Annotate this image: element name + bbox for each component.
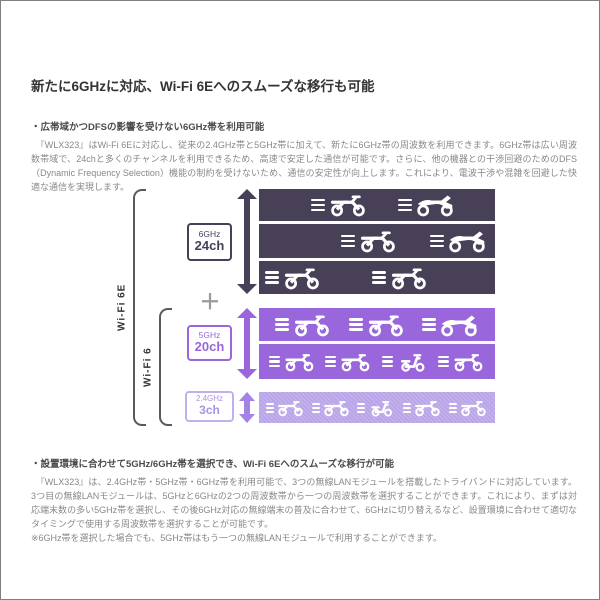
range-arrow-5ghz-icon	[237, 308, 257, 379]
section2-body-block: 『WLX323』は、2.4GHz帯・5GHz帯・6GHz帯を利用可能で、3つの無…	[31, 475, 577, 545]
motorcycle-icon	[421, 313, 479, 337]
band-label-6ghz: 6GHz 24ch	[187, 223, 232, 261]
speed-lines-icon	[430, 234, 444, 248]
band-freq: 2.4GHz	[195, 394, 224, 404]
scooter-icon	[357, 399, 396, 417]
motorcycle-icon	[311, 193, 368, 217]
section1-heading: ・広帯域かつDFSの影響を受けない6GHz帯を利用可能	[31, 122, 265, 133]
motorcycle-icon	[268, 352, 316, 372]
speed-lines-icon	[311, 198, 325, 212]
speed-lines-icon	[265, 271, 279, 284]
channel-lane-5ghz-2	[259, 344, 495, 379]
speed-lines-icon	[381, 355, 393, 368]
band-freq: 6GHz	[198, 228, 221, 239]
motorcycle-icon	[403, 399, 442, 417]
wifi-6-label: Wi-Fi 6	[142, 347, 154, 387]
motorcycle-icon	[311, 399, 351, 417]
page-title: 新たに6GHzに対応、Wi-Fi 6Eへのスムーズな移行も可能	[31, 79, 375, 94]
speed-lines-icon	[403, 402, 412, 413]
motorcycle-icon	[348, 313, 406, 337]
band-channels: 3ch	[199, 403, 220, 418]
speed-lines-icon	[265, 402, 274, 413]
motorcycle-icon	[438, 352, 485, 372]
speed-lines-icon	[449, 402, 458, 413]
motorcycle-icon	[275, 313, 332, 337]
channel-lane-6ghz-1	[259, 189, 495, 221]
band-label-5ghz: 5GHz 20ch	[187, 325, 232, 361]
speed-lines-icon	[421, 318, 436, 331]
motorcycle-icon	[265, 266, 322, 290]
speed-lines-icon	[348, 318, 363, 331]
band-freq: 5GHz	[198, 329, 221, 340]
section1-body-text: 『WLX323』はWi-Fi 6Eに対応し、従来の2.4GHz帯と5GHz帯に加…	[31, 140, 577, 192]
speed-lines-icon	[398, 198, 412, 212]
motorcycle-icon	[265, 399, 305, 417]
channel-lane-5ghz-1	[259, 308, 495, 341]
scooter-icon	[381, 352, 429, 372]
band-channels: 24ch	[194, 238, 225, 254]
band-channels: 20ch	[194, 339, 225, 355]
channel-lane-24ghz-1	[259, 392, 495, 423]
section2-heading: ・設置環境に合わせて5GHz/6GHz帯を選択でき、Wi-Fi 6Eへのスムーズ…	[31, 459, 394, 470]
plus-icon: ＋	[199, 291, 221, 314]
speed-lines-icon	[268, 355, 280, 368]
wifi-6e-label: Wi-Fi 6E	[116, 283, 128, 332]
range-arrow-24ghz-icon	[237, 392, 257, 423]
wifi-6-bracket	[159, 308, 172, 426]
range-arrow-6ghz-icon	[237, 189, 257, 294]
channel-lane-6ghz-3	[259, 261, 495, 294]
frequency-band-diagram: Wi-Fi 6E Wi-Fi 6 6GHz 24ch 5GHz 20ch 2.4…	[96, 186, 506, 436]
speed-lines-icon	[438, 355, 450, 368]
section2-note-text: ※6GHz帯を選択した場合でも、5GHz帯はもう一つの無線LANモジュールで利用…	[31, 533, 442, 543]
motorcycle-icon	[430, 229, 487, 253]
band-label-24ghz: 2.4GHz 3ch	[185, 391, 234, 422]
motorcycle-icon	[372, 266, 429, 290]
motorcycle-icon	[325, 352, 372, 372]
wifi-6e-bracket	[133, 189, 146, 426]
speed-lines-icon	[341, 234, 355, 248]
motorcycle-icon	[398, 193, 455, 217]
motorcycle-icon	[341, 229, 398, 253]
speed-lines-icon	[311, 402, 320, 413]
speed-lines-icon	[357, 402, 366, 413]
speed-lines-icon	[275, 318, 290, 331]
channel-lane-6ghz-2	[259, 224, 495, 258]
motorcycle-icon	[449, 399, 488, 417]
section2-body-text: 『WLX323』は、2.4GHz帯・5GHz帯・6GHz帯を利用可能で、3つの無…	[31, 477, 577, 529]
speed-lines-icon	[372, 271, 386, 284]
speed-lines-icon	[325, 355, 337, 368]
